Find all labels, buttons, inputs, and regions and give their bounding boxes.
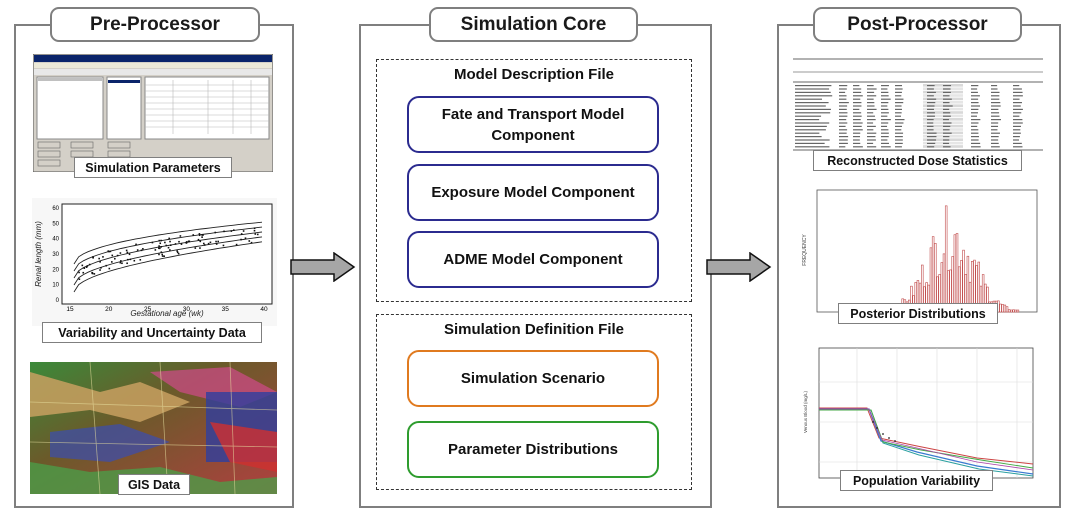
variability-y-tick: 60 bbox=[52, 206, 59, 212]
simulation-parameters-screenshot bbox=[32, 53, 274, 173]
pre-processor-title: Pre-Processor bbox=[50, 7, 260, 42]
variability-y-tick: 50 bbox=[52, 221, 59, 227]
parameter-distributions: Parameter Distributions bbox=[407, 421, 659, 478]
gis-map-image bbox=[29, 361, 278, 495]
population-variability-caption: Population Variability bbox=[840, 470, 993, 491]
variability-y-tick: 10 bbox=[52, 283, 59, 289]
reconstructed-dose-caption: Reconstructed Dose Statistics bbox=[813, 150, 1022, 171]
variability-x-tick: 20 bbox=[105, 306, 113, 313]
variability-y-tick: 0 bbox=[56, 298, 60, 304]
variability-x-tick: 15 bbox=[66, 306, 74, 313]
adme-component: ADME Model Component bbox=[407, 231, 659, 288]
svg-text:Venous Blood (mg/L): Venous Blood (mg/L) bbox=[803, 390, 808, 433]
gis-data-caption: GIS Data bbox=[118, 474, 190, 495]
variability-y-tick: 40 bbox=[52, 237, 59, 243]
variability-x-tick: 40 bbox=[260, 306, 268, 313]
arrow-pre-to-core bbox=[290, 252, 356, 282]
svg-text:Renal length (mm): Renal length (mm) bbox=[34, 221, 43, 287]
post-processor-title: Post-Processor bbox=[813, 7, 1022, 42]
variability-chart-image: Renal length (mm) Gestational age (wk) 1… bbox=[32, 198, 277, 326]
arrow-core-to-post bbox=[706, 252, 772, 282]
fate-transport-component: Fate and Transport Model Component bbox=[407, 96, 659, 153]
simulation-parameters-caption: Simulation Parameters bbox=[74, 157, 232, 178]
variability-x-tick: 35 bbox=[222, 306, 230, 313]
posterior-histogram-image: FREQUENCY bbox=[797, 186, 1041, 320]
simulation-definition-title: Simulation Definition File bbox=[444, 321, 624, 338]
simulation-core-title: Simulation Core bbox=[429, 7, 638, 42]
variability-y-tick: 30 bbox=[52, 252, 59, 258]
model-description-box: Model Description File bbox=[376, 59, 692, 302]
variability-x-tick: 25 bbox=[144, 306, 152, 313]
posterior-distributions-caption: Posterior Distributions bbox=[838, 303, 998, 324]
simulation-definition-box: Simulation Definition File bbox=[376, 314, 692, 490]
model-description-title: Model Description File bbox=[453, 66, 615, 83]
variability-chart-ylabel: Renal length (mm) bbox=[34, 221, 43, 287]
population-variability-plot-image: Venous Blood (mg/L) bbox=[797, 342, 1041, 490]
variability-chart-xlabel: Gestational age (wk) bbox=[130, 309, 204, 318]
simulation-scenario: Simulation Scenario bbox=[407, 350, 659, 407]
dose-statistics-table-image bbox=[791, 56, 1045, 156]
exposure-component: Exposure Model Component bbox=[407, 164, 659, 221]
variability-caption: Variability and Uncertainty Data bbox=[42, 322, 262, 343]
svg-text:FREQUENCY: FREQUENCY bbox=[802, 234, 808, 266]
variability-y-tick: 20 bbox=[52, 267, 59, 273]
variability-x-tick: 30 bbox=[183, 306, 191, 313]
